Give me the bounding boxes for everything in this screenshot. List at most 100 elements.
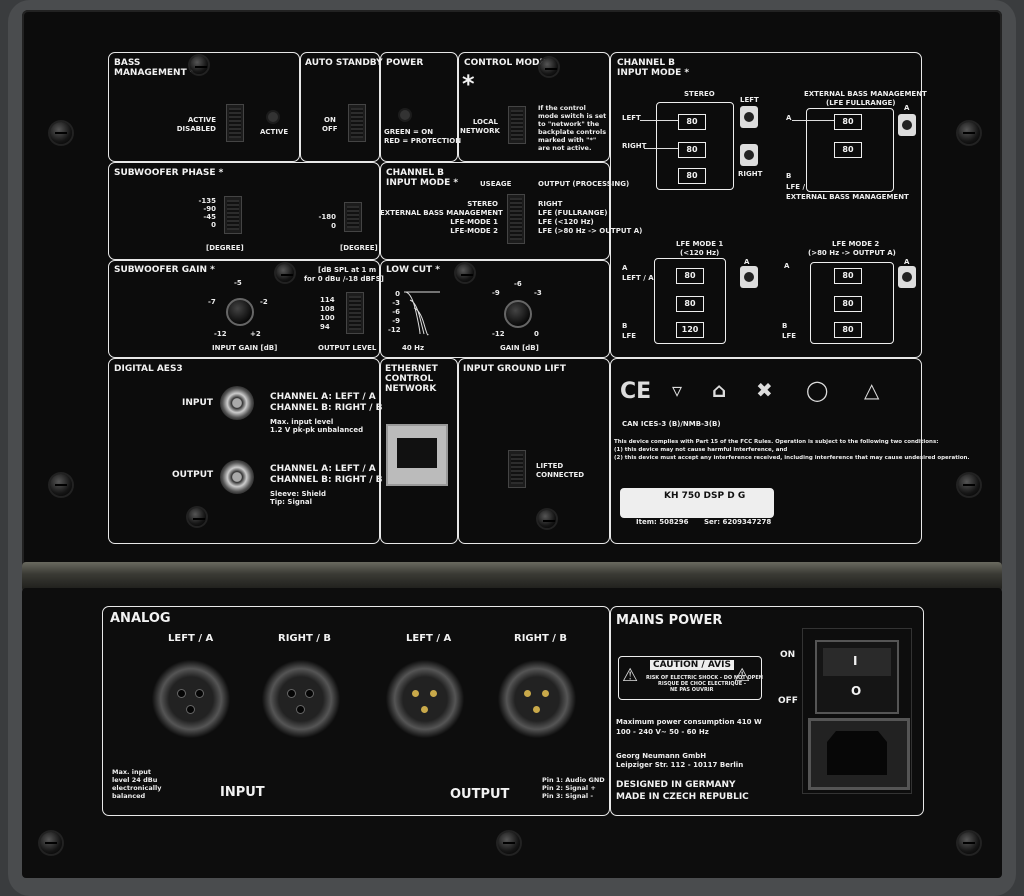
lfe-input: LFE xyxy=(782,332,797,340)
active-label: ACTIVE xyxy=(187,116,216,124)
output-row: LFE (<120 Hz) xyxy=(538,218,594,226)
speaker-icon xyxy=(740,106,758,128)
cert-icon: △ xyxy=(864,378,880,402)
subwoofer-gain-section xyxy=(108,260,380,358)
address: Leipziger Str. 112 - 10117 Berlin xyxy=(616,761,744,769)
output-row: LFE (>80 Hz -> OUTPUT A) xyxy=(538,227,643,235)
fcc-line2: (1) this device may not cause harmful in… xyxy=(614,447,788,453)
right-input: RIGHT xyxy=(622,142,647,150)
ethernet-section xyxy=(380,358,458,544)
ground-lift-switch[interactable] xyxy=(508,450,526,488)
auto-standby-section xyxy=(300,52,380,162)
a-input: A xyxy=(784,262,790,270)
bass-management-section xyxy=(108,52,300,162)
network-label: NETWORK xyxy=(460,127,500,135)
low-cut-curve-icon xyxy=(404,291,440,336)
screw xyxy=(50,474,72,496)
output-level-tick: 108 xyxy=(320,305,335,313)
chb-output: CHANNEL B: RIGHT / B xyxy=(270,475,383,485)
caution-label xyxy=(618,656,762,700)
green-label: GREEN = ON xyxy=(384,128,434,136)
caution-line2: RISQUE DE CHOC ELECTRIQUE - xyxy=(658,681,746,687)
xlr-input-left[interactable] xyxy=(152,660,230,738)
weee-bin-icon: ✖ xyxy=(756,378,773,402)
auto-standby-switch[interactable] xyxy=(348,104,366,142)
phase-fine-switch[interactable] xyxy=(344,202,362,232)
power-section xyxy=(380,52,458,162)
subwoofer-phase-section xyxy=(108,162,380,260)
gain-tick: -2 xyxy=(260,298,268,306)
lfe2-label2: (>80 Hz -> OUTPUT A) xyxy=(808,249,896,257)
model-name: KH 750 DSP D G xyxy=(664,491,746,501)
lfe2-frame xyxy=(810,262,894,344)
bass-management-switch[interactable] xyxy=(226,104,244,142)
power-switch[interactable]: I O xyxy=(815,640,899,714)
aes-input-connector[interactable] xyxy=(220,386,254,420)
phase-coarse-switch[interactable] xyxy=(224,196,242,234)
right-out: RIGHT xyxy=(738,170,763,178)
aes-output-connector[interactable] xyxy=(220,460,254,494)
output-row: RIGHT xyxy=(538,200,563,208)
output-level-tick: 100 xyxy=(320,314,335,322)
phase-tick: 0 xyxy=(211,221,216,229)
xlr-output-left[interactable] xyxy=(386,660,464,738)
iec-power-inlet[interactable] xyxy=(808,718,910,790)
ce-mark-icon: CE xyxy=(620,379,652,404)
max-input: Max. input level xyxy=(270,418,334,426)
control-mode-switch[interactable] xyxy=(508,106,526,144)
screw xyxy=(50,122,72,144)
b-input: B xyxy=(622,322,628,330)
digital-aes3-section xyxy=(108,358,380,544)
made-in: MADE IN CZECH REPUBLIC xyxy=(616,792,749,802)
pse-icon: ◯ xyxy=(806,378,829,402)
ext-label2: (LFE FULLRANGE) xyxy=(826,99,896,107)
control-mode-note-line: are not active. xyxy=(538,144,592,152)
channel-b-mode-switch[interactable] xyxy=(507,194,525,244)
low-cut-section xyxy=(380,260,610,358)
ethernet-port[interactable] xyxy=(386,424,448,486)
filter-block: 80 xyxy=(834,296,862,312)
filter-block: 80 xyxy=(834,268,862,284)
lfe-ext2: EXTERNAL BASS MANAGEMENT xyxy=(786,193,909,201)
control-mode-section xyxy=(458,52,610,162)
control-mode-title: CONTROL MODE xyxy=(464,58,546,68)
input-gain-knob[interactable] xyxy=(226,298,254,326)
screw xyxy=(958,474,980,496)
xlr-output-right[interactable] xyxy=(498,660,576,738)
left-a: LEFT / A xyxy=(622,274,654,282)
filter-block: 80 xyxy=(678,114,706,130)
gain-tick: -12 xyxy=(214,330,227,338)
screw xyxy=(188,508,206,526)
mains-title: MAINS POWER xyxy=(616,613,723,628)
diagram-title: CHANNEL B xyxy=(617,58,676,68)
diagram-title2: INPUT MODE * xyxy=(617,68,690,78)
digital-output-label: OUTPUT xyxy=(172,470,214,480)
fcc-line1: This device complies with Part 15 of the… xyxy=(614,439,939,445)
filter-block: 80 xyxy=(676,296,704,312)
subwoofer-gain-title: SUBWOOFER GAIN * xyxy=(114,265,215,275)
low-cut-tick: 0 xyxy=(395,290,400,298)
left-input: LEFT xyxy=(622,114,641,122)
a-out: A xyxy=(904,258,910,266)
pin-line: Pin 3: Signal - xyxy=(542,792,594,800)
low-cut-gain-knob[interactable] xyxy=(504,300,532,328)
lfe1-label: LFE MODE 1 xyxy=(676,240,724,248)
screw xyxy=(190,56,208,74)
output-level-switch[interactable] xyxy=(346,292,364,334)
power-title: POWER xyxy=(386,58,424,68)
auto-standby-title: AUTO STANDBY xyxy=(305,58,383,68)
analog-title: ANALOG xyxy=(110,611,171,626)
signal-line xyxy=(644,148,678,149)
screw xyxy=(276,264,294,282)
low-cut-gain-label: GAIN [dB] xyxy=(500,344,539,352)
channel-b-mode-section xyxy=(380,162,610,260)
item-number: Item: 508296 xyxy=(636,518,689,526)
output-level-tick: 94 xyxy=(320,323,330,331)
a-input: A xyxy=(786,114,792,122)
gain-tick: -7 xyxy=(208,298,216,306)
lfe-input: LFE xyxy=(622,332,637,340)
a-out: A xyxy=(904,104,910,112)
xlr-input-right[interactable] xyxy=(262,660,340,738)
signal-line xyxy=(792,120,834,121)
filter-block: 80 xyxy=(678,168,706,184)
